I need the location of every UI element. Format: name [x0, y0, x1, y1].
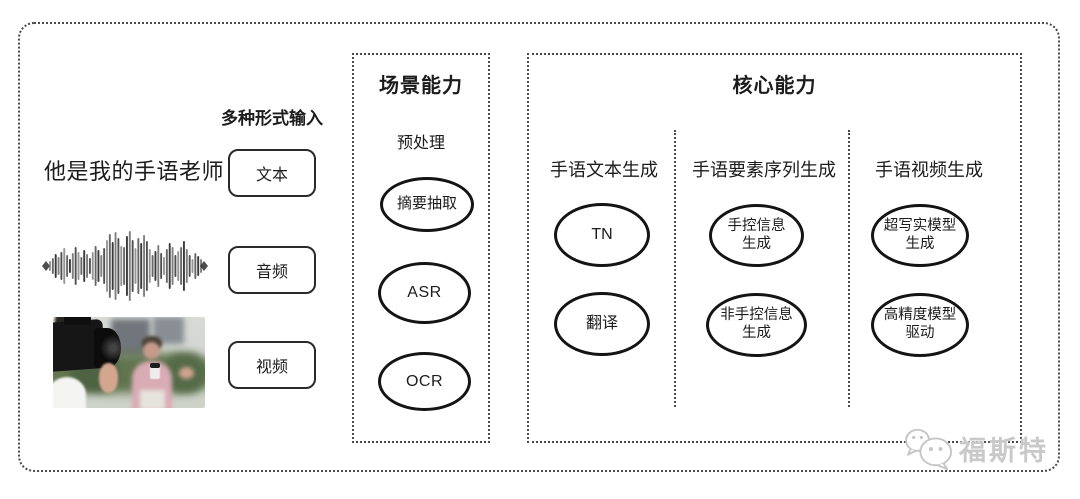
photo-cameraman-hand — [98, 362, 119, 394]
photo-microphone — [149, 364, 161, 379]
brand-name: 福斯特 — [959, 435, 1049, 466]
node-high-precision-model-driving: 高精度模型 驱动 — [871, 293, 969, 357]
node-ocr: OCR — [378, 352, 471, 411]
node-summary-extraction: 摘要抽取 — [380, 177, 474, 232]
scene-box-title: 场景能力 — [379, 75, 463, 97]
input-type-box-audio: 音频 — [228, 246, 316, 294]
photo-cameraman-shoulder — [53, 377, 87, 408]
video-input-thumbnail — [53, 317, 205, 408]
node-translation: 翻译 — [554, 292, 650, 356]
scene-capability-box: 场景能力 预处理 摘要抽取 ASR OCR — [352, 53, 490, 443]
node-label: 生成 — [742, 325, 771, 341]
input-type-box-video: 视频 — [228, 341, 316, 389]
photo-microphone-cap — [149, 362, 161, 368]
photo-reporter-face — [143, 341, 161, 359]
input-type-box-text: 文本 — [228, 149, 316, 197]
watermark: 福斯特 — [901, 425, 1049, 471]
audio-waveform-icon — [42, 231, 208, 301]
node-label: 非手控信息 — [720, 307, 793, 324]
column-header-text-generation: 手语文本生成 — [550, 160, 658, 180]
input-box-label: 视频 — [255, 359, 288, 376]
node-manual-info-generation: 手控信息 生成 — [709, 204, 804, 267]
node-label: 高精度模型 — [883, 307, 957, 324]
preprocess-label: 预处理 — [396, 135, 445, 152]
input-section-title: 多种形式输入 — [221, 109, 323, 128]
node-label: 翻译 — [585, 315, 618, 333]
node-label: ASR — [407, 284, 442, 302]
node-label: 生成 — [742, 235, 771, 252]
core-capability-box: 核心能力 手语文本生成 手语要素序列生成 手语视频生成 TN 翻译 手控信息 生… — [527, 53, 1022, 443]
node-non-manual-info-generation: 非手控信息 生成 — [706, 293, 807, 357]
photo-camera-top — [63, 317, 91, 326]
node-asr: ASR — [378, 262, 471, 324]
node-label: 摘要抽取 — [396, 195, 457, 213]
node-label: 手控信息 — [727, 217, 786, 234]
node-label: OCR — [405, 372, 444, 390]
input-box-label: 文本 — [255, 167, 288, 184]
node-label: 驱动 — [905, 325, 935, 341]
column-divider — [848, 130, 850, 407]
column-divider — [674, 130, 676, 407]
node-label: 超写实模型 — [883, 217, 957, 234]
core-box-title: 核心能力 — [732, 75, 817, 97]
input-box-label: 音频 — [255, 264, 288, 281]
node-tn: TN — [554, 203, 650, 267]
photo-papers — [139, 389, 166, 408]
photo-reporter-hand — [179, 367, 195, 379]
text-input-sample: 他是我的手语老师 — [44, 159, 225, 184]
node-label: TN — [591, 226, 613, 244]
column-header-element-sequence-generation: 手语要素序列生成 — [692, 160, 836, 180]
column-header-video-generation: 手语视频生成 — [875, 160, 983, 180]
node-label: 生成 — [905, 235, 935, 252]
node-hyperrealistic-model-generation: 超写实模型 生成 — [871, 204, 969, 267]
brand-logo-icon — [905, 428, 953, 471]
photo-camera-lens — [94, 327, 122, 368]
outer-dashed-border — [18, 22, 1060, 472]
